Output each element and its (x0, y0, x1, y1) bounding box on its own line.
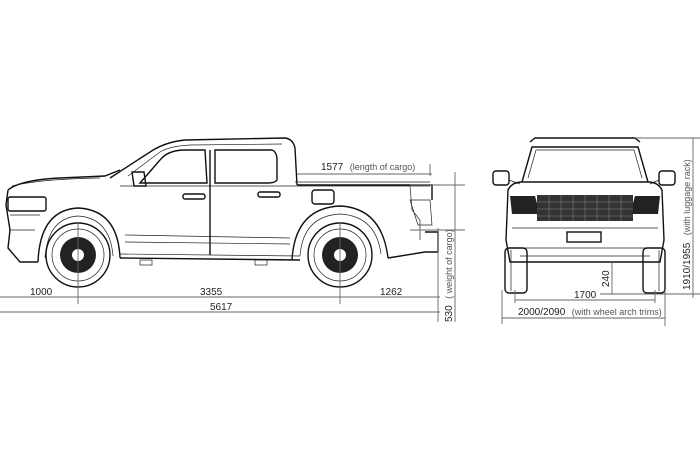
overall-width-label: 2000/2090 (with wheel arch trims) (518, 302, 662, 319)
front-overhang-label: 1000 (30, 287, 53, 298)
cargo-height-label: 530 ( weight of cargo) (439, 229, 456, 322)
rear-overhang-label: 1262 (380, 287, 403, 298)
wheelbase-label: 3355 (200, 287, 223, 298)
overall-height-label: 1910/1955 (with luggage rack) (677, 159, 694, 290)
overall-length-label: 5617 (210, 302, 233, 313)
cargo-length-label: 1577 (length of cargo) (321, 157, 415, 174)
front-view-dimensions: 1910/1955 (with luggage rack) 240 1700 2… (501, 137, 700, 326)
side-view-dimensions: 1000 3355 1262 5617 1577 (length of carg… (0, 157, 465, 322)
track-width-label: 1700 (574, 290, 597, 301)
front-view-truck (492, 137, 676, 294)
ground-clearance-label: 240 (601, 270, 612, 287)
side-view-truck (5, 137, 439, 304)
